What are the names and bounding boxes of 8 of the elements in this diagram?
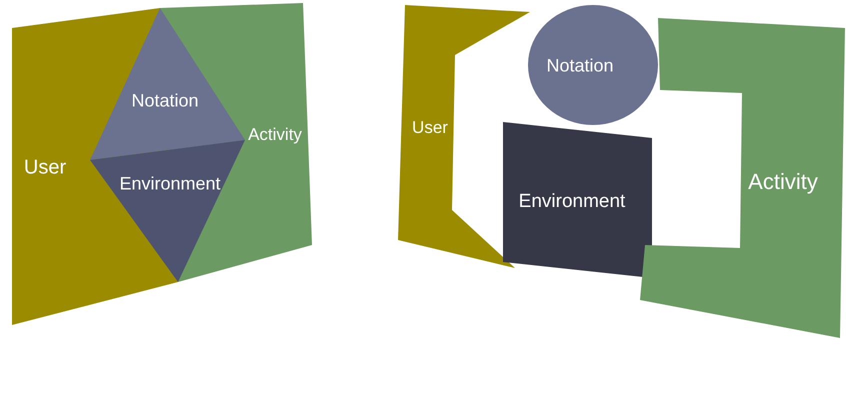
region-label: User xyxy=(412,118,448,138)
region-label: Environment xyxy=(518,191,626,213)
region-label: Environment xyxy=(119,174,221,194)
region-label: Notation xyxy=(546,56,614,76)
region-label: User xyxy=(24,156,66,180)
region-label: Notation xyxy=(131,90,199,112)
region-label: Activity xyxy=(748,169,818,195)
region-label: Activity xyxy=(248,125,302,145)
